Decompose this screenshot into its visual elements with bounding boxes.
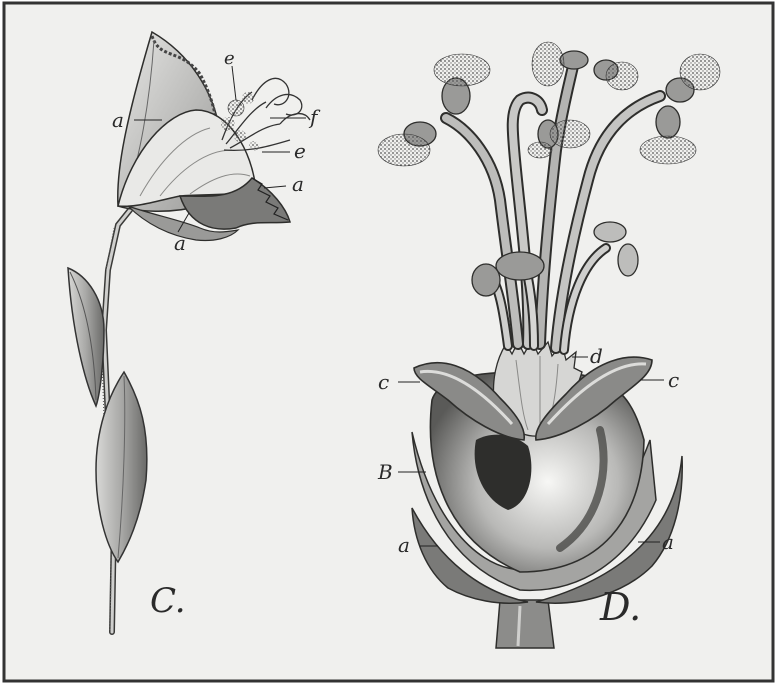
figure-d-title: D. — [599, 585, 641, 629]
d-label-c-left: c — [378, 370, 389, 394]
d-label-a-left: a — [398, 533, 410, 557]
c-label-a-right: a — [292, 172, 304, 196]
c-label-e-mid: e — [294, 139, 306, 163]
c-label-e-top: e — [224, 48, 235, 69]
d-label-c-right: c — [668, 368, 679, 392]
c-label-a-lower: a — [174, 231, 186, 255]
d-label-a-right: a — [662, 530, 674, 554]
d-stalk — [496, 600, 554, 648]
plate-paper — [4, 3, 773, 681]
c-label-a-upper: a — [112, 108, 124, 132]
d-label-d: d — [590, 344, 603, 368]
figure-c-title: C. — [150, 581, 186, 621]
d-label-b: B — [377, 460, 393, 484]
